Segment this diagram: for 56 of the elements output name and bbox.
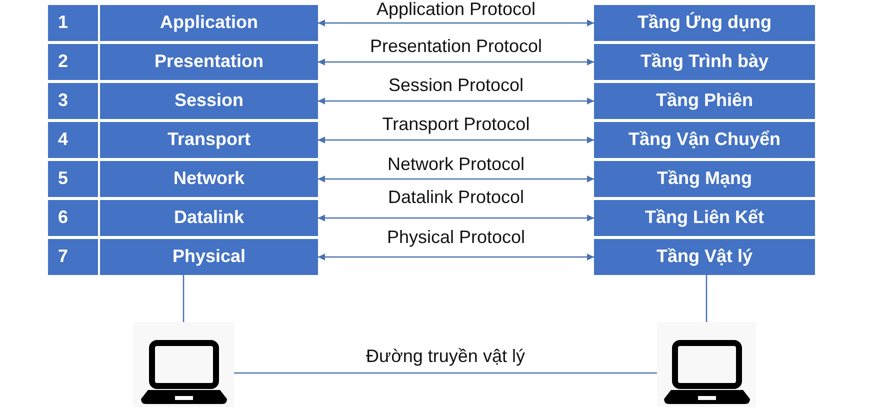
- layer-name: Physical: [172, 246, 246, 268]
- layer-name: Presentation: [154, 51, 264, 73]
- layer-name: Application: [160, 12, 258, 34]
- layer-box: [100, 44, 318, 80]
- layer-box: [594, 83, 815, 119]
- number-box: [48, 5, 98, 41]
- layer-number: 3: [58, 90, 68, 112]
- layer-number: 6: [58, 207, 68, 229]
- layer-box: [594, 122, 815, 158]
- layer-box: [100, 239, 318, 275]
- layer-box: [100, 5, 318, 41]
- layer-box: [100, 83, 318, 119]
- connector-line: [234, 372, 657, 374]
- layer-name: Tầng Liên Kết: [644, 207, 764, 229]
- double-headed-arrow: [318, 254, 594, 260]
- layer-box: [594, 44, 815, 80]
- layer-name: Tầng Vận Chuyển: [628, 129, 780, 151]
- layer-number: 2: [58, 51, 68, 73]
- number-box: [48, 200, 98, 236]
- layer-name: Tầng Vật lý: [656, 246, 753, 268]
- layer-box: [100, 122, 318, 158]
- double-headed-arrow: [318, 214, 594, 222]
- layer-name: Tầng Phiên: [656, 90, 753, 112]
- number-box: [48, 44, 98, 80]
- layer-name: Tầng Ứng dụng: [638, 12, 772, 34]
- layer-name: Session: [174, 90, 244, 112]
- connector-line: [182, 275, 184, 322]
- layer-box: [100, 161, 318, 197]
- double-headed-arrow: [318, 20, 594, 26]
- number-box: [48, 239, 98, 275]
- layer-name: Tầng Trình bày: [640, 51, 768, 73]
- layer-box: [594, 5, 815, 41]
- laptop-tile: [657, 322, 756, 407]
- layer-number: 7: [58, 246, 68, 268]
- layer-name: Tầng Mạng: [657, 168, 752, 190]
- number-box: [48, 83, 98, 119]
- layer-box: [594, 200, 815, 236]
- number-box: [48, 122, 98, 158]
- layer-name: Transport: [167, 129, 250, 151]
- connector-line: [706, 275, 708, 322]
- laptop-tile: [133, 322, 234, 407]
- layer-name: Datalink: [174, 207, 244, 229]
- layer-number: 5: [58, 168, 68, 190]
- double-headed-arrow: [318, 58, 594, 66]
- layer-box: [594, 239, 815, 275]
- number-box: [48, 161, 98, 197]
- layer-box: [594, 161, 815, 197]
- edge-label: Đường truyền vật lý: [364, 346, 527, 368]
- edge-label: Transport Protocol: [380, 114, 532, 136]
- layer-number: 1: [58, 12, 68, 34]
- double-headed-arrow: [318, 136, 594, 144]
- layer-number: 4: [58, 129, 68, 151]
- layer-box: [100, 200, 318, 236]
- double-headed-arrow: [318, 176, 594, 182]
- layer-name: Network: [173, 168, 244, 190]
- double-headed-arrow: [318, 98, 594, 104]
